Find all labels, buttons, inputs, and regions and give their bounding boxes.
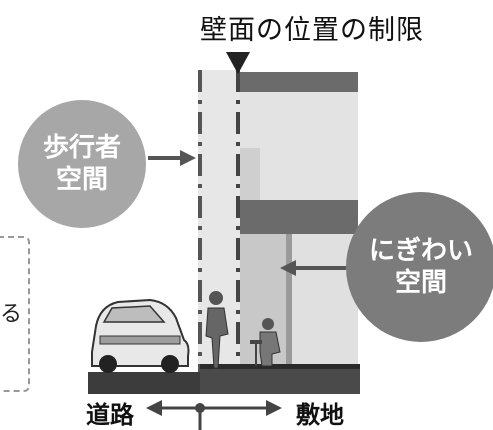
pedestrian-space-line2: 空間 xyxy=(55,165,108,195)
site-ground-top xyxy=(200,364,360,369)
building-roof xyxy=(240,72,358,92)
lively-space-line1: にぎわい xyxy=(368,235,473,266)
lively-space-line2: 空間 xyxy=(394,268,447,298)
road-label: 道路 xyxy=(86,401,134,429)
seated-person-illustration xyxy=(250,318,281,367)
building-ceiling xyxy=(240,148,260,200)
pedestrian-arrow xyxy=(148,150,196,166)
side-note-box xyxy=(0,236,30,392)
site-ground xyxy=(200,366,360,394)
wall-position-marker xyxy=(226,52,250,74)
car-illustration xyxy=(91,298,190,373)
page-title: 壁面の位置の制限 xyxy=(200,15,424,46)
road-surface xyxy=(88,372,200,394)
side-note-fragment: る xyxy=(0,302,23,327)
road-site-arrow xyxy=(146,400,282,430)
building-wall-step xyxy=(240,200,358,234)
lively-arrow xyxy=(280,260,346,276)
building-lower-edge xyxy=(286,234,292,370)
lively-space-badge: にぎわい 空間 xyxy=(346,192,493,342)
pedestrian-space-badge: 歩行者 空間 xyxy=(18,100,146,228)
site-label: 敷地 xyxy=(296,401,344,429)
pedestrian-space-line1: 歩行者 xyxy=(42,132,121,163)
pedestrian-illustration xyxy=(205,291,229,369)
